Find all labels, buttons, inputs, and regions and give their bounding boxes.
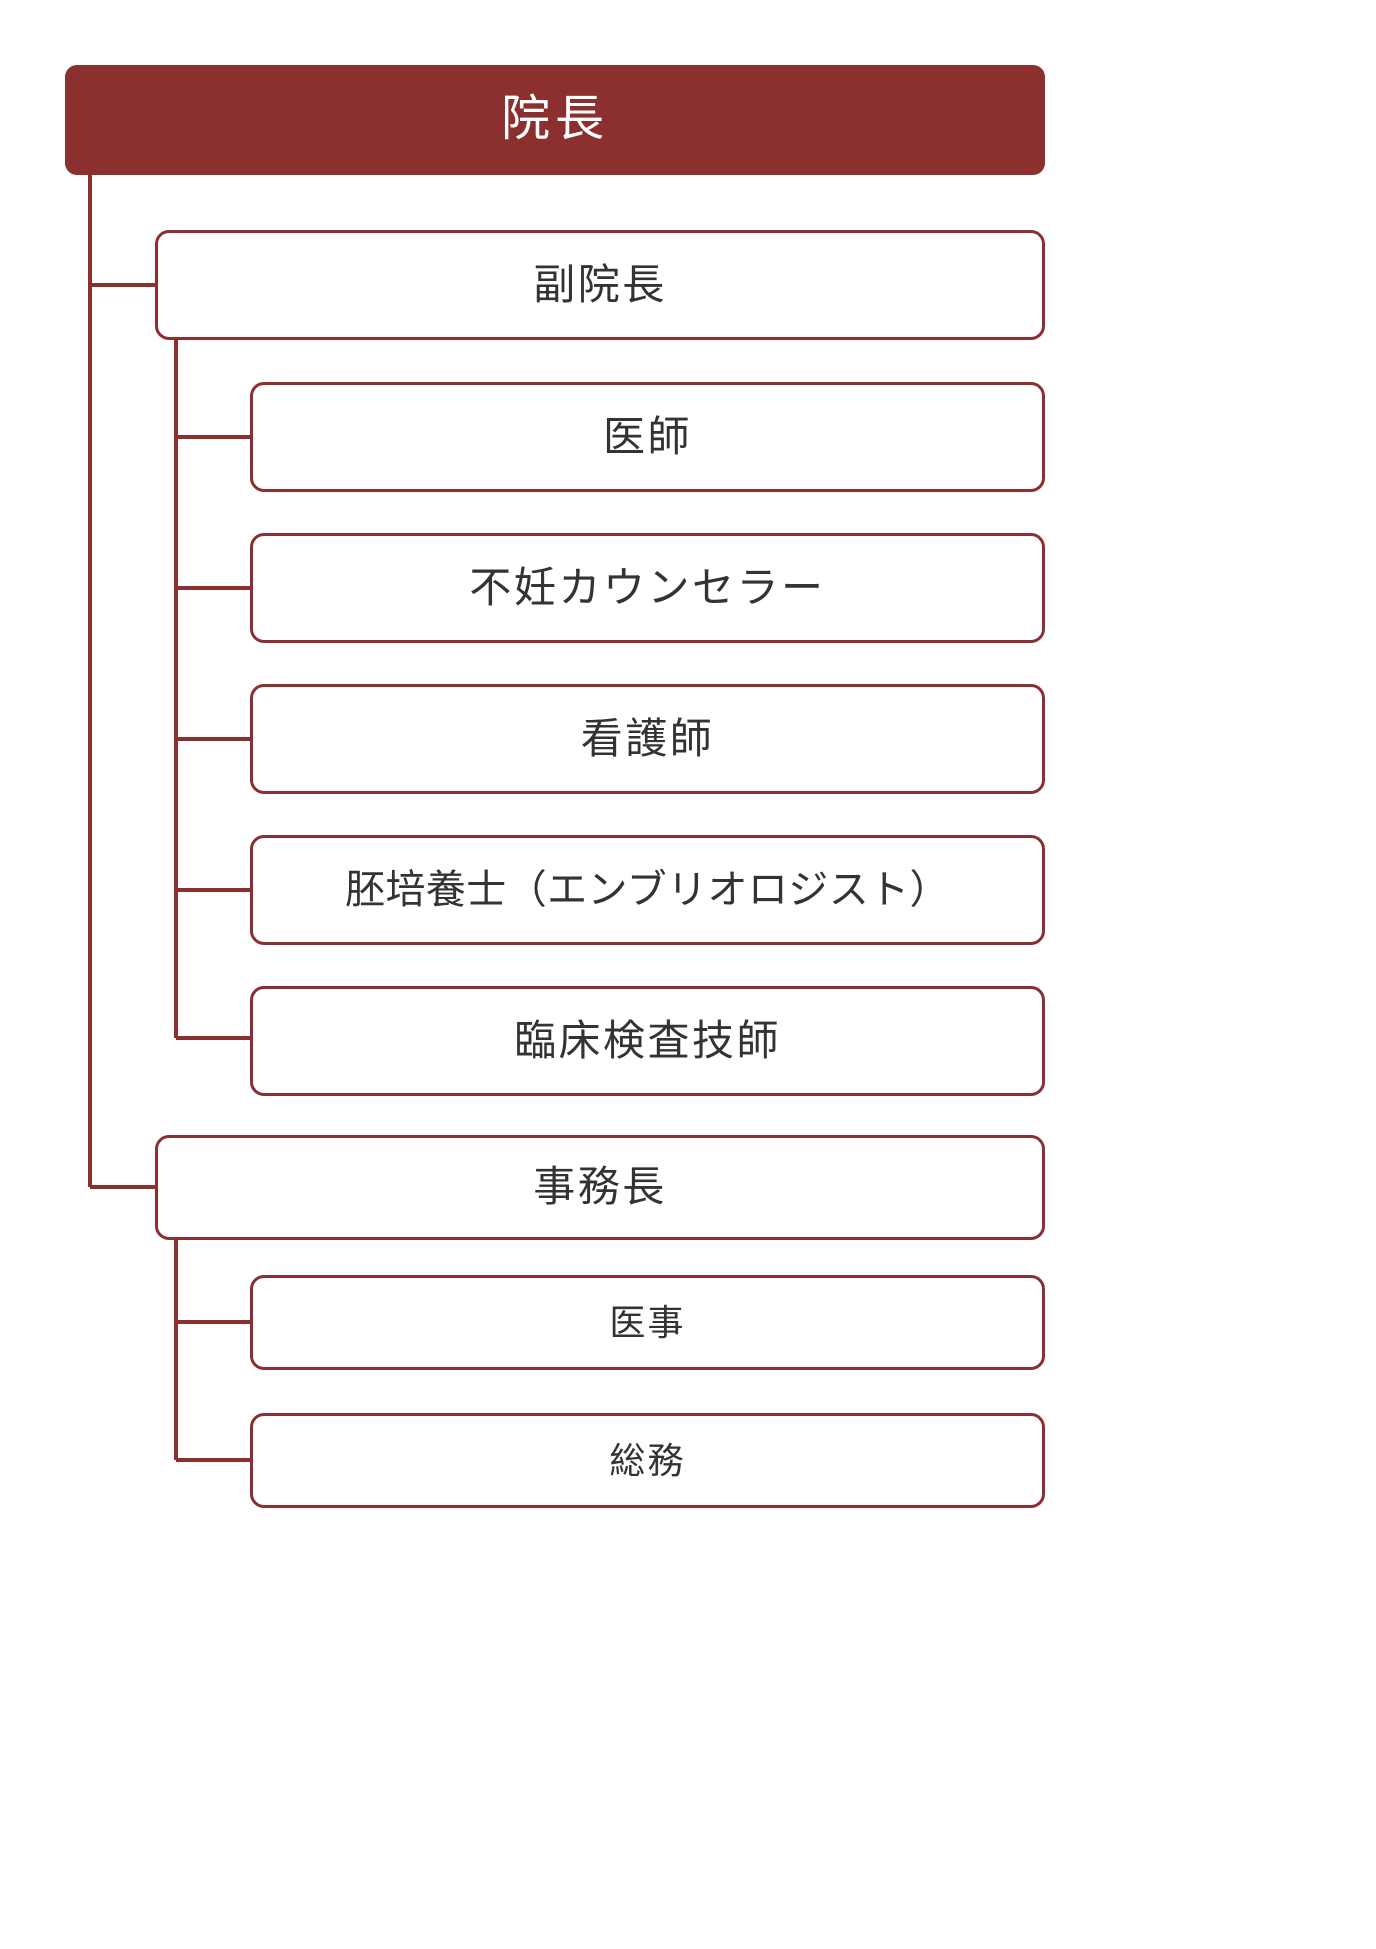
- node-general-affairs-label: 総務: [609, 1440, 686, 1481]
- node-embryologist[interactable]: 胚培養士（エンブリオロジスト）: [250, 835, 1045, 945]
- node-vice-director-label: 副院長: [533, 260, 667, 308]
- node-infertility-counselor-label: 不妊カウンセラー: [469, 563, 826, 611]
- node-nurse[interactable]: 看護師: [250, 684, 1045, 794]
- node-nurse-label: 看護師: [580, 714, 715, 762]
- node-medical-affairs[interactable]: 医事: [250, 1275, 1045, 1370]
- node-clinical-laboratory-technician[interactable]: 臨床検査技師: [250, 986, 1045, 1096]
- node-medical-affairs-label: 医事: [609, 1302, 686, 1343]
- node-vice-director[interactable]: 副院長: [155, 230, 1045, 340]
- node-clinical-laboratory-technician-label: 臨床検査技師: [513, 1016, 782, 1064]
- node-director[interactable]: 院長: [65, 65, 1045, 175]
- node-doctor[interactable]: 医師: [250, 382, 1045, 492]
- node-general-affairs[interactable]: 総務: [250, 1413, 1045, 1508]
- node-embryologist-label: 胚培養士（エンブリオロジスト）: [345, 868, 950, 912]
- node-administrative-director[interactable]: 事務長: [155, 1135, 1045, 1240]
- node-director-label: 院長: [501, 92, 609, 147]
- node-administrative-director-label: 事務長: [533, 1163, 667, 1211]
- node-infertility-counselor[interactable]: 不妊カウンセラー: [250, 533, 1045, 643]
- node-doctor-label: 医師: [602, 412, 693, 460]
